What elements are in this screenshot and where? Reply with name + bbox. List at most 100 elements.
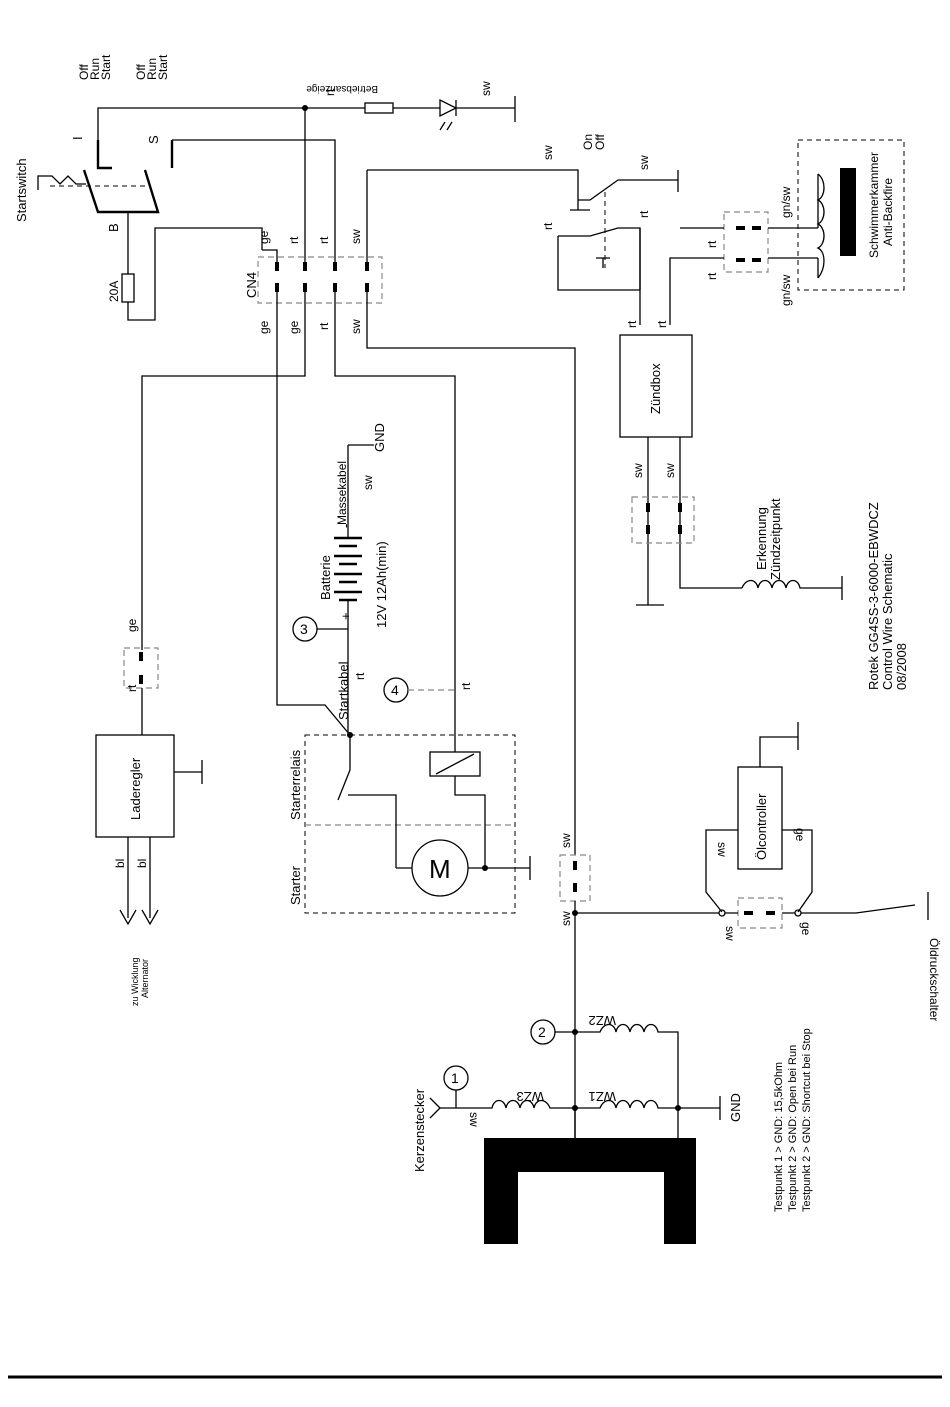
wire-sw-down — [366, 292, 576, 855]
wire-rt-relay — [334, 292, 456, 752]
battery-plus: + — [338, 612, 353, 620]
anti-backfire-connector — [723, 211, 769, 273]
central-sw-bottom: sw — [559, 911, 573, 926]
cn4-out-ge2: ge — [287, 320, 301, 334]
central-sw-group: sw sw — [559, 833, 591, 1140]
startswitch-group: Off Run Start Off Run Start Startswitch … — [14, 54, 263, 321]
battery-minus: - — [338, 524, 353, 528]
wire-start-s — [172, 139, 336, 250]
oel-main-wire — [575, 892, 929, 920]
laderegler-bl2: bl — [135, 859, 149, 868]
led-emission-icon — [439, 121, 453, 131]
fuse-label: 20A — [107, 281, 121, 302]
kerzen-arrow — [429, 1097, 441, 1119]
led-icon — [439, 98, 458, 118]
cn4-out-rt: rt — [317, 322, 331, 330]
testpoint-note-2: Testpunkt 2 > GND: Open bei Run — [787, 1045, 799, 1212]
laderegler-rt: rt — [125, 684, 139, 692]
testpoint-note-3: Testpunkt 2 > GND: Shortcut bei Stop — [801, 1028, 813, 1212]
switch-off-label: Off — [593, 134, 607, 150]
wz2-label: WZ2 — [589, 1013, 616, 1028]
switch-rt-left: rt — [541, 222, 555, 230]
alternator-label: Alternator — [140, 959, 150, 998]
terminal-s-label: S — [146, 135, 161, 144]
oel-sw-inner: sw — [715, 842, 729, 857]
cn4-in-sw: sw — [349, 229, 363, 244]
led-ground — [456, 96, 516, 122]
alternator-arrows — [119, 909, 159, 926]
wire-run-rt — [97, 107, 306, 250]
cn4-out-sw: sw — [349, 319, 363, 334]
fuse-wire — [127, 227, 263, 321]
zuendbox-connector — [631, 496, 695, 544]
motor-label: M — [429, 854, 451, 884]
title-line-3: 08/2008 — [894, 643, 909, 690]
cn4-in-ge: ge — [257, 230, 271, 244]
laderegler-outputs — [127, 837, 151, 918]
gnd-label-battery: GND — [372, 423, 387, 452]
title-line-2: Control Wire Schematic — [880, 553, 895, 690]
wz3-label: WZ3 — [517, 1089, 544, 1104]
ge-connector — [123, 647, 159, 689]
switch-key-symbol — [37, 175, 86, 190]
oel-ge-inner: ge — [793, 828, 807, 842]
motor-junction — [482, 865, 488, 871]
testpoint-1-label: 1 — [451, 1070, 459, 1086]
zuendbox-rt1: rt — [625, 320, 639, 328]
erkennung-coil — [741, 576, 843, 600]
solenoid-coil — [816, 173, 825, 279]
terminal-i-label: I — [70, 136, 85, 140]
starter-label: Starter — [288, 865, 303, 905]
onoff-wire-rt — [557, 235, 640, 291]
wire-color-sw-top: sw — [479, 81, 493, 96]
testpoint-notes: Testpunkt 1 > GND: 15,5kOhm Testpunkt 2 … — [773, 1028, 813, 1212]
switch-state-off-b: Off — [134, 64, 148, 80]
starter-group: Starterrelais Starter M — [288, 732, 531, 914]
startkabel-rt: rt — [353, 672, 367, 680]
oel-ge-outer: ge — [799, 922, 813, 936]
oelcontroller-ground — [759, 722, 799, 767]
ab-rt1: rt — [705, 240, 719, 248]
massekabel-label: Massekabel — [335, 461, 349, 525]
battery-spec: 12V 12Ah(min) — [374, 541, 389, 628]
starterrelais-label: Starterrelais — [288, 749, 303, 820]
laderegler-ground — [174, 760, 203, 784]
ignition-group: On Off sw sw rt rt rt rt Zündbox sw sw E… — [541, 134, 843, 606]
coil-wz1 — [575, 1096, 721, 1120]
laderegler-label: Laderegler — [128, 757, 143, 820]
switch-blade — [82, 169, 160, 214]
cn4-label: CN4 — [244, 272, 259, 298]
startkabel-label: Startkabel — [336, 661, 351, 720]
switch-state-run-a: Run — [88, 58, 102, 80]
startswitch-label: Startswitch — [14, 158, 29, 222]
wire-color-rt-top: rt — [323, 88, 337, 96]
oelcontroller-label: Ölcontroller — [754, 793, 769, 860]
schwimmerkammer-enclosure — [797, 139, 905, 291]
battery-group: GND Massekabel sw Batterie 12V 12Ah(min)… — [292, 423, 473, 735]
testpoint-note-1: Testpunkt 1 > GND: 15,5kOhm — [773, 1062, 785, 1212]
wire-ge-laderegler — [141, 292, 306, 650]
battery-symbol — [334, 515, 362, 680]
switch-state-start-b: Start — [156, 54, 170, 80]
gnd-label-coil: GND — [728, 1093, 743, 1122]
ab-gnsw2: gn/sw — [779, 274, 793, 306]
wire-sw-to-switch — [367, 169, 579, 200]
betriebsanzeige-label: Betriebsanzeige — [306, 83, 378, 94]
switch-state-off-a: Off — [77, 64, 91, 80]
zu-wicklung-label: zu Wicklung — [130, 957, 140, 1006]
relay-contact — [337, 735, 397, 868]
onoff-ground — [596, 257, 610, 268]
wire-masse — [347, 444, 374, 515]
switch-sw-right: sw — [637, 155, 651, 170]
switch-state-start-a: Start — [99, 54, 113, 80]
zuendbox-sw1: sw — [631, 463, 645, 478]
central-sw-top: sw — [559, 833, 573, 848]
cn4-connector — [257, 256, 383, 304]
laderegler-bl1: bl — [113, 859, 127, 868]
lamp-resistor — [364, 102, 394, 114]
oel-group: Ölcontroller sw ge sw ge Öldruckschalter — [575, 722, 941, 1021]
cn4-input-stubs — [262, 249, 368, 262]
testpoint-4-label: 4 — [391, 682, 399, 698]
